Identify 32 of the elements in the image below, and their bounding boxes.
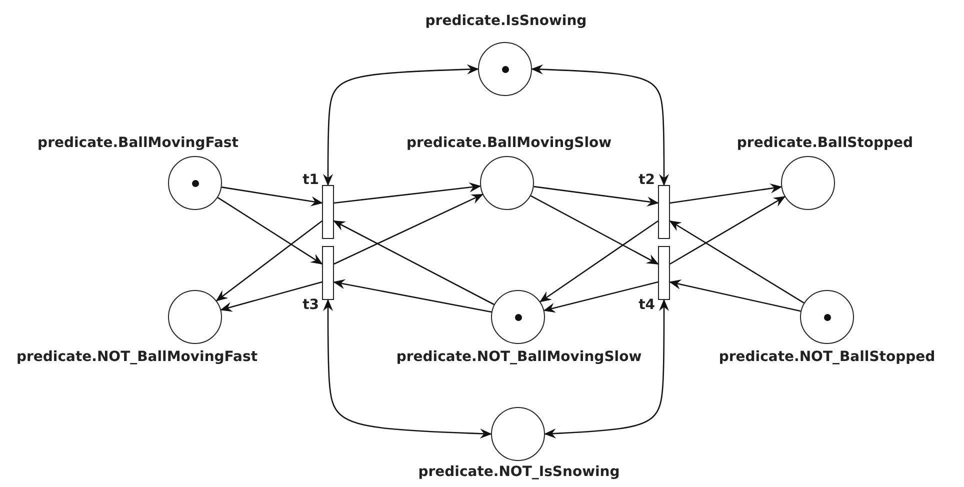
arrow: [669, 280, 801, 312]
place-label: predicate.NOT_IsSnowing: [418, 464, 620, 480]
arrow: [333, 279, 492, 313]
double-arrow: [544, 299, 669, 438]
arrow: [670, 184, 782, 204]
place-label: predicate.BallMovingFast: [38, 135, 238, 151]
arrow: [222, 186, 323, 206]
arrow: [216, 220, 322, 302]
arrow: [543, 281, 658, 313]
place-label: predicate.BallStopped: [736, 135, 914, 151]
arrow: [217, 196, 323, 265]
transition-label: t1: [302, 172, 319, 188]
double-arrow: [531, 64, 669, 186]
transition-label: t2: [638, 172, 655, 188]
arrow: [333, 220, 494, 306]
arrow: [669, 220, 804, 304]
place-label: predicate.NOT_BallMovingFast: [16, 349, 258, 365]
transition-label: t3: [302, 297, 319, 313]
transition-label: t4: [638, 297, 655, 313]
place-label: predicate.BallMovingSlow: [406, 135, 612, 151]
arrow: [670, 196, 786, 265]
double-arrow: [323, 64, 479, 186]
arrow: [334, 194, 484, 265]
arrow: [539, 220, 658, 302]
arrow: [534, 186, 659, 206]
place-label: predicate.NOT_BallMovingSlow: [396, 349, 642, 365]
double-arrow: [323, 299, 492, 439]
arrow: [334, 182, 482, 204]
arrow: [530, 195, 659, 265]
place-label: predicate.IsSnowing: [425, 13, 587, 29]
arrow: [220, 281, 322, 312]
place-label: predicate.NOT_BallStopped: [718, 349, 936, 365]
